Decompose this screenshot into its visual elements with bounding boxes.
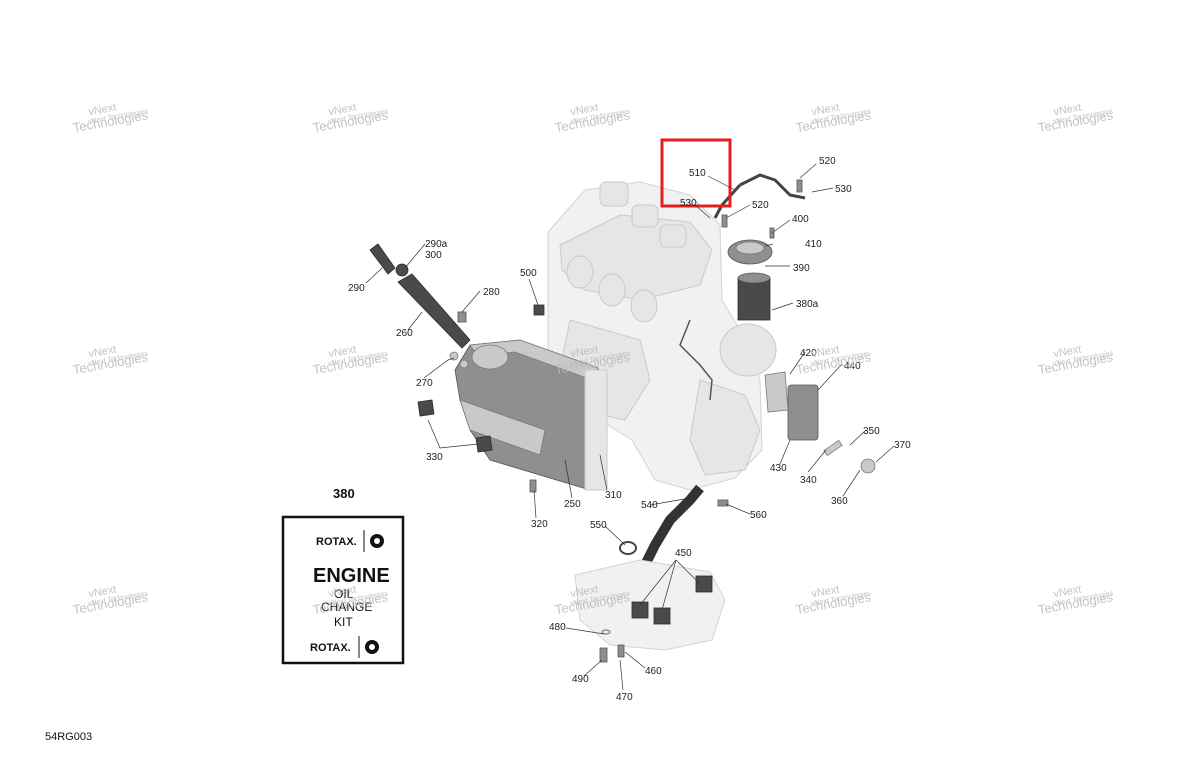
oil-hose <box>640 484 704 568</box>
callout-250[interactable]: 250 <box>564 499 581 510</box>
svg-text:vNext: vNext <box>88 344 118 361</box>
watermark: vNext Technologies vNext Technologies <box>795 584 873 618</box>
svg-text:vNext: vNext <box>328 102 358 119</box>
svg-text:vNext: vNext <box>811 344 841 361</box>
svg-text:vNext: vNext <box>811 102 841 119</box>
kit-line-engine: ENGINE <box>313 565 390 587</box>
svg-text:vNext: vNext <box>811 584 841 601</box>
callout-280[interactable]: 280 <box>483 287 500 298</box>
kit-brand-top: ROTAX. <box>316 536 357 548</box>
svg-text:vNext: vNext <box>88 102 118 119</box>
callout-530[interactable]: 530 <box>680 198 697 209</box>
callout-310[interactable]: 310 <box>605 490 622 501</box>
callout-270[interactable]: 270 <box>416 378 433 389</box>
oil-change-kit: 380 ROTAX. ENGINE OIL CHANGE KIT ROTAX. <box>281 486 405 665</box>
callout-510[interactable]: 510 <box>689 168 706 179</box>
watermark: vNext Technologies vNext Technologies <box>795 102 873 136</box>
callout-490[interactable]: 490 <box>572 674 589 685</box>
callout-360[interactable]: 360 <box>831 496 848 507</box>
callout-320[interactable]: 320 <box>531 519 548 530</box>
callout-340[interactable]: 340 <box>800 475 817 486</box>
callout-480[interactable]: 480 <box>549 622 566 633</box>
kit-line-oil: OIL <box>334 587 354 601</box>
callout-390[interactable]: 390 <box>793 263 810 274</box>
watermark: vNext Technologies vNext Technologies <box>1037 584 1115 618</box>
grommets <box>417 399 493 453</box>
callout-290[interactable]: 290 <box>348 283 365 294</box>
callout-350[interactable]: 350 <box>863 426 880 437</box>
svg-text:vNext: vNext <box>328 584 358 601</box>
watermark: vNext Technologies vNext Technologies <box>554 102 632 136</box>
callout-550[interactable]: 550 <box>590 520 607 531</box>
kit-ref-label[interactable]: 380 <box>333 486 355 501</box>
callout-530[interactable]: 530 <box>835 184 852 195</box>
callout-520[interactable]: 520 <box>752 200 769 211</box>
svg-text:vNext: vNext <box>88 584 118 601</box>
svg-text:vNext: vNext <box>570 102 600 119</box>
svg-text:vNext: vNext <box>328 344 358 361</box>
callout-380a[interactable]: 380a <box>796 299 819 310</box>
bolts <box>529 179 876 507</box>
callout-560[interactable]: 560 <box>750 510 767 521</box>
kit-brand-bottom: ROTAX. <box>310 642 351 654</box>
callout-300[interactable]: 300 <box>425 250 442 261</box>
callout-290a[interactable]: 290a <box>425 239 448 250</box>
svg-text:vNext: vNext <box>570 584 600 601</box>
callout-450[interactable]: 450 <box>675 548 692 559</box>
svg-text:vNext: vNext <box>570 344 600 361</box>
watermark: vNext Technologies vNext Technologies <box>72 102 150 136</box>
callout-470[interactable]: 470 <box>616 692 633 703</box>
callout-400[interactable]: 400 <box>792 214 809 225</box>
watermark: vNext Technologies vNext Technologies <box>72 344 150 378</box>
kit-line-kit: KIT <box>334 615 353 629</box>
callout-430[interactable]: 430 <box>770 463 787 474</box>
callout-370[interactable]: 370 <box>894 440 911 451</box>
callout-540[interactable]: 540 <box>641 500 658 511</box>
oil-tank <box>454 339 608 491</box>
callout-410[interactable]: 410 <box>805 239 822 250</box>
callout-460[interactable]: 460 <box>645 666 662 677</box>
callout-420[interactable]: 420 <box>800 348 817 359</box>
svg-text:vNext: vNext <box>1053 102 1083 119</box>
callout-330[interactable]: 330 <box>426 452 443 463</box>
watermark: vNext Technologies vNext Technologies <box>312 344 390 378</box>
callout-440[interactable]: 440 <box>844 361 861 372</box>
callout-520[interactable]: 520 <box>819 156 836 167</box>
dipstick-assembly <box>369 243 471 369</box>
kit-line-change: CHANGE <box>321 600 372 614</box>
watermarks: vNext Technologies vNext Technologies vN… <box>72 102 1115 618</box>
bottom-plate <box>574 541 726 663</box>
svg-text:vNext: vNext <box>1053 344 1083 361</box>
diagram-code: 54RG003 <box>45 731 92 743</box>
watermark: vNext Technologies vNext Technologies <box>554 584 632 618</box>
leader-lines <box>365 163 895 691</box>
callouts: 510 520 530 530 520 400 410 390 380a 290… <box>348 156 911 703</box>
oil-filter-parts <box>727 239 819 441</box>
callout-500[interactable]: 500 <box>520 268 537 279</box>
watermark: vNext Technologies vNext Technologies <box>1037 344 1115 378</box>
svg-text:vNext: vNext <box>1053 584 1083 601</box>
watermark: vNext Technologies vNext Technologies <box>312 102 390 136</box>
watermark: vNext Technologies vNext Technologies <box>72 584 150 618</box>
callout-260[interactable]: 260 <box>396 328 413 339</box>
watermark: vNext Technologies vNext Technologies <box>1037 102 1115 136</box>
